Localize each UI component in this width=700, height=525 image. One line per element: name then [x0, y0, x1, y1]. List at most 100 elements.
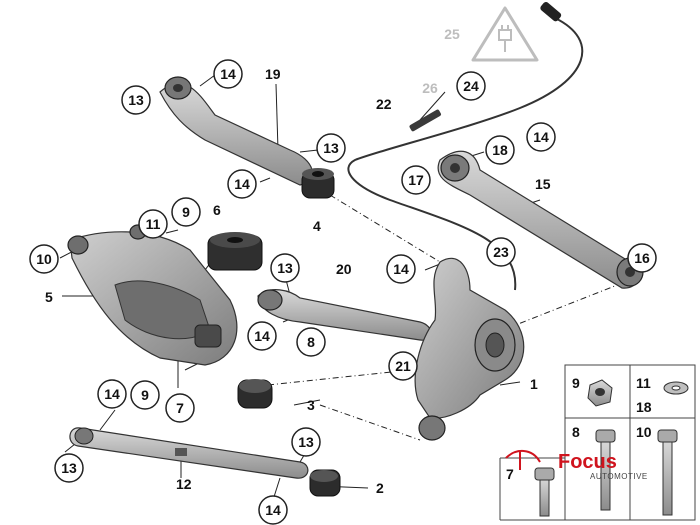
callout-circle [316, 133, 346, 163]
callout-number: 10 [36, 251, 52, 267]
callout-c25: 25 [444, 26, 460, 42]
callout-c13-lower-right: 13 [291, 427, 321, 457]
label-2: 2 [376, 480, 384, 496]
callout-circle [526, 122, 556, 152]
wishbone-5 [67, 224, 238, 366]
callout-c14-bottom: 14 [258, 495, 288, 525]
callout-number: 13 [128, 92, 144, 108]
label-20: 20 [336, 261, 352, 277]
callout-c18: 18 [485, 135, 515, 165]
callout-number: 14 [254, 328, 270, 344]
wheel-carrier-1 [414, 257, 525, 441]
callout-c14-hub: 14 [386, 254, 416, 284]
callout-circle [54, 453, 84, 483]
track-rod-20 [257, 289, 432, 341]
pin-part-26 [409, 109, 441, 132]
callout-circle [485, 135, 515, 165]
callout-c13-mid: 13 [316, 133, 346, 163]
callout-number: 14 [220, 66, 236, 82]
callout-circle [270, 253, 300, 283]
callout-c14-top: 14 [213, 59, 243, 89]
callout-circle [627, 243, 657, 273]
abs-sensor-cable [347, 17, 584, 291]
callout-circle [388, 351, 418, 381]
callout-circle [130, 380, 160, 410]
camber-link-19 [159, 76, 313, 186]
label-19: 19 [265, 66, 281, 82]
callout-c24: 24 [456, 71, 486, 101]
callout-number: 16 [634, 250, 650, 266]
brand-logo-subtext: AUTOMOTIVE [590, 472, 648, 481]
label-4: 4 [313, 218, 321, 234]
callout-number: 25 [444, 26, 460, 42]
callout-c9-lower: 9 [130, 380, 160, 410]
callout-circle [401, 165, 431, 195]
callout-number: 17 [408, 172, 424, 188]
warning-triangle-icon [471, 6, 539, 62]
rubber-mount-2 [309, 469, 341, 497]
control-arm-15 [437, 150, 644, 289]
focus-logo-icon [505, 450, 541, 470]
callout-circle [227, 169, 257, 199]
callout-c26: 26 [422, 80, 438, 96]
callout-c11: 11 [138, 209, 168, 239]
label-5: 5 [45, 289, 53, 305]
callout-number: 13 [61, 460, 77, 476]
callout-c23: 23 [486, 237, 516, 267]
label-22: 22 [376, 96, 392, 112]
callout-circle [29, 244, 59, 274]
grid-label-8: 8 [572, 424, 580, 440]
callout-c17: 17 [401, 165, 431, 195]
hardware-grid [499, 364, 696, 521]
callout-circle [258, 495, 288, 525]
callout-number: 14 [393, 261, 409, 277]
callout-circle [291, 427, 321, 457]
callout-number: 14 [265, 502, 281, 518]
grid-label-7: 7 [506, 466, 514, 482]
callout-c8: 8 [296, 327, 326, 357]
callout-c9-upper: 9 [171, 197, 201, 227]
abs-sensor-plug [540, 1, 562, 22]
callout-number: 7 [176, 400, 184, 416]
callout-c14-right: 14 [526, 122, 556, 152]
callout-c16: 16 [627, 243, 657, 273]
grid-label-10: 10 [636, 424, 652, 440]
callout-c7: 7 [165, 393, 195, 423]
callout-number: 13 [323, 140, 339, 156]
callout-circle [97, 379, 127, 409]
callout-number: 21 [395, 358, 411, 374]
grid-label-11: 11 [636, 375, 651, 391]
rubber-mount-4 [301, 168, 335, 199]
callout-c13-top: 13 [121, 85, 151, 115]
callout-circle [121, 85, 151, 115]
callout-circle [456, 71, 486, 101]
callout-c14-lower: 14 [97, 379, 127, 409]
callout-number: 26 [422, 80, 438, 96]
callout-number: 14 [104, 386, 120, 402]
spring-pad-6 [207, 232, 263, 271]
label-1: 1 [530, 376, 538, 392]
callout-number: 13 [277, 260, 293, 276]
callout-c10: 10 [29, 244, 59, 274]
callout-number: 9 [141, 387, 149, 403]
callout-c13-lower-left: 13 [54, 453, 84, 483]
callout-number: 9 [182, 204, 190, 220]
callout-layer: 1413131411910131414821971413131424181417… [29, 26, 657, 525]
lower-link-12 [69, 427, 309, 479]
callout-circle [247, 321, 277, 351]
callout-circle [213, 59, 243, 89]
grid-label-9: 9 [572, 375, 580, 391]
callout-number: 23 [493, 244, 509, 260]
callout-number: 11 [146, 216, 161, 232]
brand-logo-text: Focus [558, 451, 617, 473]
callout-c14-link: 14 [247, 321, 277, 351]
label-6: 6 [213, 202, 221, 218]
label-12: 12 [176, 476, 192, 492]
callout-circle [138, 209, 168, 239]
grid-label-18: 18 [636, 399, 652, 415]
callout-circle [386, 254, 416, 284]
rubber-mount-3 [237, 379, 273, 409]
callout-number: 14 [234, 176, 250, 192]
callout-number: 24 [463, 78, 479, 94]
